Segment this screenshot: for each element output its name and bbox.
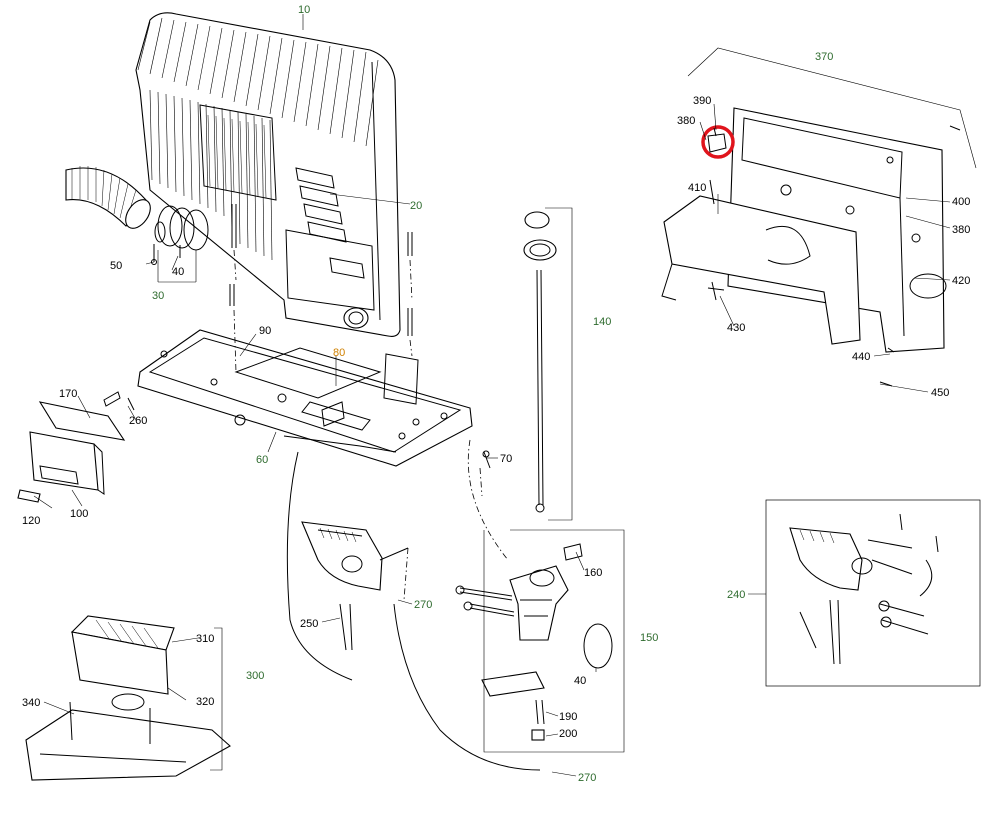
label-370: 370 <box>815 51 833 63</box>
label-60: 60 <box>256 454 268 466</box>
label-100: 100 <box>70 508 88 520</box>
label-450: 450 <box>931 387 949 399</box>
clip-390[interactable] <box>707 127 727 153</box>
bracket-30 <box>157 250 197 283</box>
gas-valve[interactable] <box>455 543 613 741</box>
label-80: 80 <box>333 347 345 359</box>
bracket-300 <box>210 627 223 771</box>
label-160: 160 <box>584 567 602 579</box>
label-150: 150 <box>640 632 658 644</box>
label-70: 70 <box>500 453 512 465</box>
flue-hose[interactable] <box>65 166 155 233</box>
label-440: 440 <box>852 351 870 363</box>
rod-assembly[interactable] <box>523 211 557 513</box>
axis-line-3 <box>467 439 509 561</box>
knob-120[interactable] <box>17 489 41 503</box>
label-380-right: 380 <box>952 224 970 236</box>
label-430: 430 <box>727 322 745 334</box>
ignition-cable[interactable] <box>393 603 541 771</box>
label-200: 200 <box>559 728 577 740</box>
heat-exchanger[interactable] <box>135 12 413 337</box>
pilot-burner[interactable] <box>301 521 409 651</box>
label-40-valve: 40 <box>574 675 586 687</box>
label-140: 140 <box>593 316 611 328</box>
leader-lines <box>33 14 951 777</box>
label-90: 90 <box>259 325 271 337</box>
base-screws[interactable] <box>229 204 237 306</box>
label-260: 260 <box>129 415 147 427</box>
label-30: 30 <box>152 290 164 302</box>
highlight-circle <box>701 125 735 159</box>
lighter-box[interactable] <box>25 615 231 781</box>
part-labels: 10 20 30 40 50 60 70 80 90 100 120 140 1… <box>22 4 970 784</box>
label-270-upper: 270 <box>414 599 432 611</box>
label-40: 40 <box>172 266 184 278</box>
thermocouple-line[interactable] <box>286 451 353 681</box>
label-250: 250 <box>300 618 318 630</box>
label-20: 20 <box>410 200 422 212</box>
axis-line-2 <box>409 259 413 357</box>
axis-line-1 <box>233 249 237 373</box>
label-120: 120 <box>22 515 40 527</box>
label-300: 300 <box>246 670 264 682</box>
housing-370[interactable] <box>661 47 977 387</box>
label-390: 390 <box>693 95 711 107</box>
burner-tube[interactable] <box>283 435 397 453</box>
axis-line-70 <box>479 467 483 497</box>
label-340: 340 <box>22 697 40 709</box>
inset-240 <box>765 499 981 687</box>
screw-70[interactable] <box>482 450 491 469</box>
label-410: 410 <box>688 182 706 194</box>
label-320: 320 <box>196 696 214 708</box>
label-50: 50 <box>110 260 122 272</box>
label-310: 310 <box>196 633 214 645</box>
part-260[interactable] <box>103 391 135 411</box>
label-190: 190 <box>559 711 577 723</box>
label-270-lower: 270 <box>578 772 596 784</box>
front-cover[interactable] <box>29 401 126 495</box>
label-240: 240 <box>727 589 745 601</box>
label-10: 10 <box>298 4 310 16</box>
label-380-left: 380 <box>677 115 695 127</box>
bracket-140 <box>545 207 573 521</box>
base-plate[interactable] <box>137 329 473 467</box>
igniter-assembly[interactable] <box>789 513 939 665</box>
label-400: 400 <box>952 196 970 208</box>
label-420: 420 <box>952 275 970 287</box>
label-170: 170 <box>59 388 77 400</box>
clamp-rings[interactable] <box>151 205 209 265</box>
bracket-150 <box>483 529 625 753</box>
